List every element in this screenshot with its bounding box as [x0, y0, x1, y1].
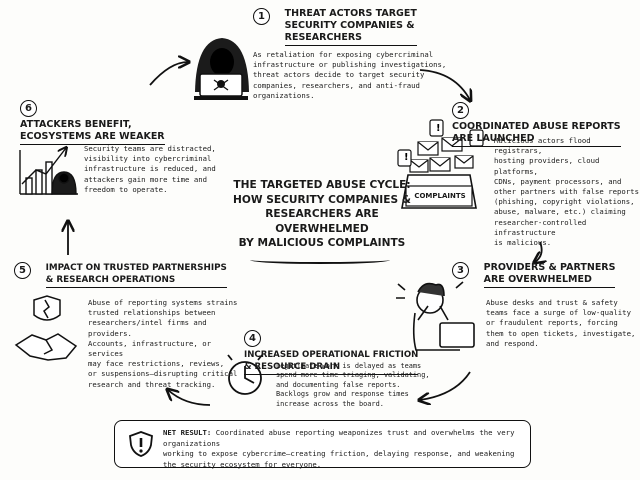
arrow-4-to-5: [168, 390, 211, 406]
hooded-hacker-icon: [194, 38, 249, 100]
net-result-label: NET RESULT:: [163, 428, 212, 437]
clock-icon: [227, 354, 263, 395]
step-5-title: Impact on Trusted Partnerships& Research…: [45, 262, 227, 288]
step-number-3: 3: [452, 262, 469, 279]
step-3: 3 Providers & PartnersAre Overwhelmed: [452, 262, 638, 288]
step-2-title: Coordinated Abuse ReportsAre Launched: [452, 121, 621, 147]
step-number-1: 1: [253, 8, 270, 25]
arrow-3-to-4: [420, 371, 471, 400]
step-5: 5 Impact on Trusted Partnerships& Resear…: [14, 262, 234, 288]
center-title: The Targeted Abuse Cycle:How Security Co…: [232, 179, 412, 249]
step-number-2: 2: [452, 102, 469, 119]
step-number-6: 6: [20, 100, 37, 117]
complaints-label: Complaints: [414, 192, 466, 200]
step-6-title: Attackers Benefit,Ecosystems Are Weaker: [20, 119, 165, 145]
complaints-box-icon: ! ! !: [397, 119, 484, 209]
step-number-4: 4: [244, 330, 261, 347]
step-2-body: Malicious actors flood registrars,hostin…: [494, 136, 639, 248]
step-number-5: 5: [14, 262, 31, 279]
step-1: 1 Threat Actors TargetSecurity Companies…: [253, 8, 463, 101]
arrow-6-to-1: [149, 62, 188, 86]
step-1-title: Threat Actors TargetSecurity Companies &…: [284, 8, 417, 46]
net-result-box: NET RESULT: Coordinated abuse reporting …: [114, 420, 531, 469]
center-title-underline: [250, 256, 390, 264]
step-6-body: Security teams are distracted,visibility…: [84, 144, 216, 194]
arrow-1-to-2: [419, 69, 470, 100]
arrow-2-to-3: [535, 241, 542, 262]
warning-shield-icon: [129, 431, 153, 457]
svg-text:!: !: [404, 152, 409, 163]
overwhelmed-person-icon: [396, 281, 475, 351]
broken-handshake-icon: [14, 295, 78, 361]
step-4-title: Increased Operational Friction& Resource…: [244, 349, 419, 375]
svg-text:!: !: [476, 133, 481, 144]
step-2: 2 Coordinated Abuse ReportsAre Launched: [452, 102, 638, 147]
step-6: 6 Attackers Benefit,Ecosystems Are Weake…: [20, 100, 190, 145]
net-result-text: NET RESULT: Coordinated abuse reporting …: [163, 428, 515, 469]
rising-chart-icon: [19, 148, 78, 195]
step-4: 4 Increased Operational Friction& Resour…: [244, 330, 444, 375]
svg-text:!: !: [436, 123, 441, 134]
step-3-title: Providers & PartnersAre Overwhelmed: [483, 262, 616, 288]
step-1-body: As retaliation for exposing cybercrimina…: [253, 50, 447, 100]
